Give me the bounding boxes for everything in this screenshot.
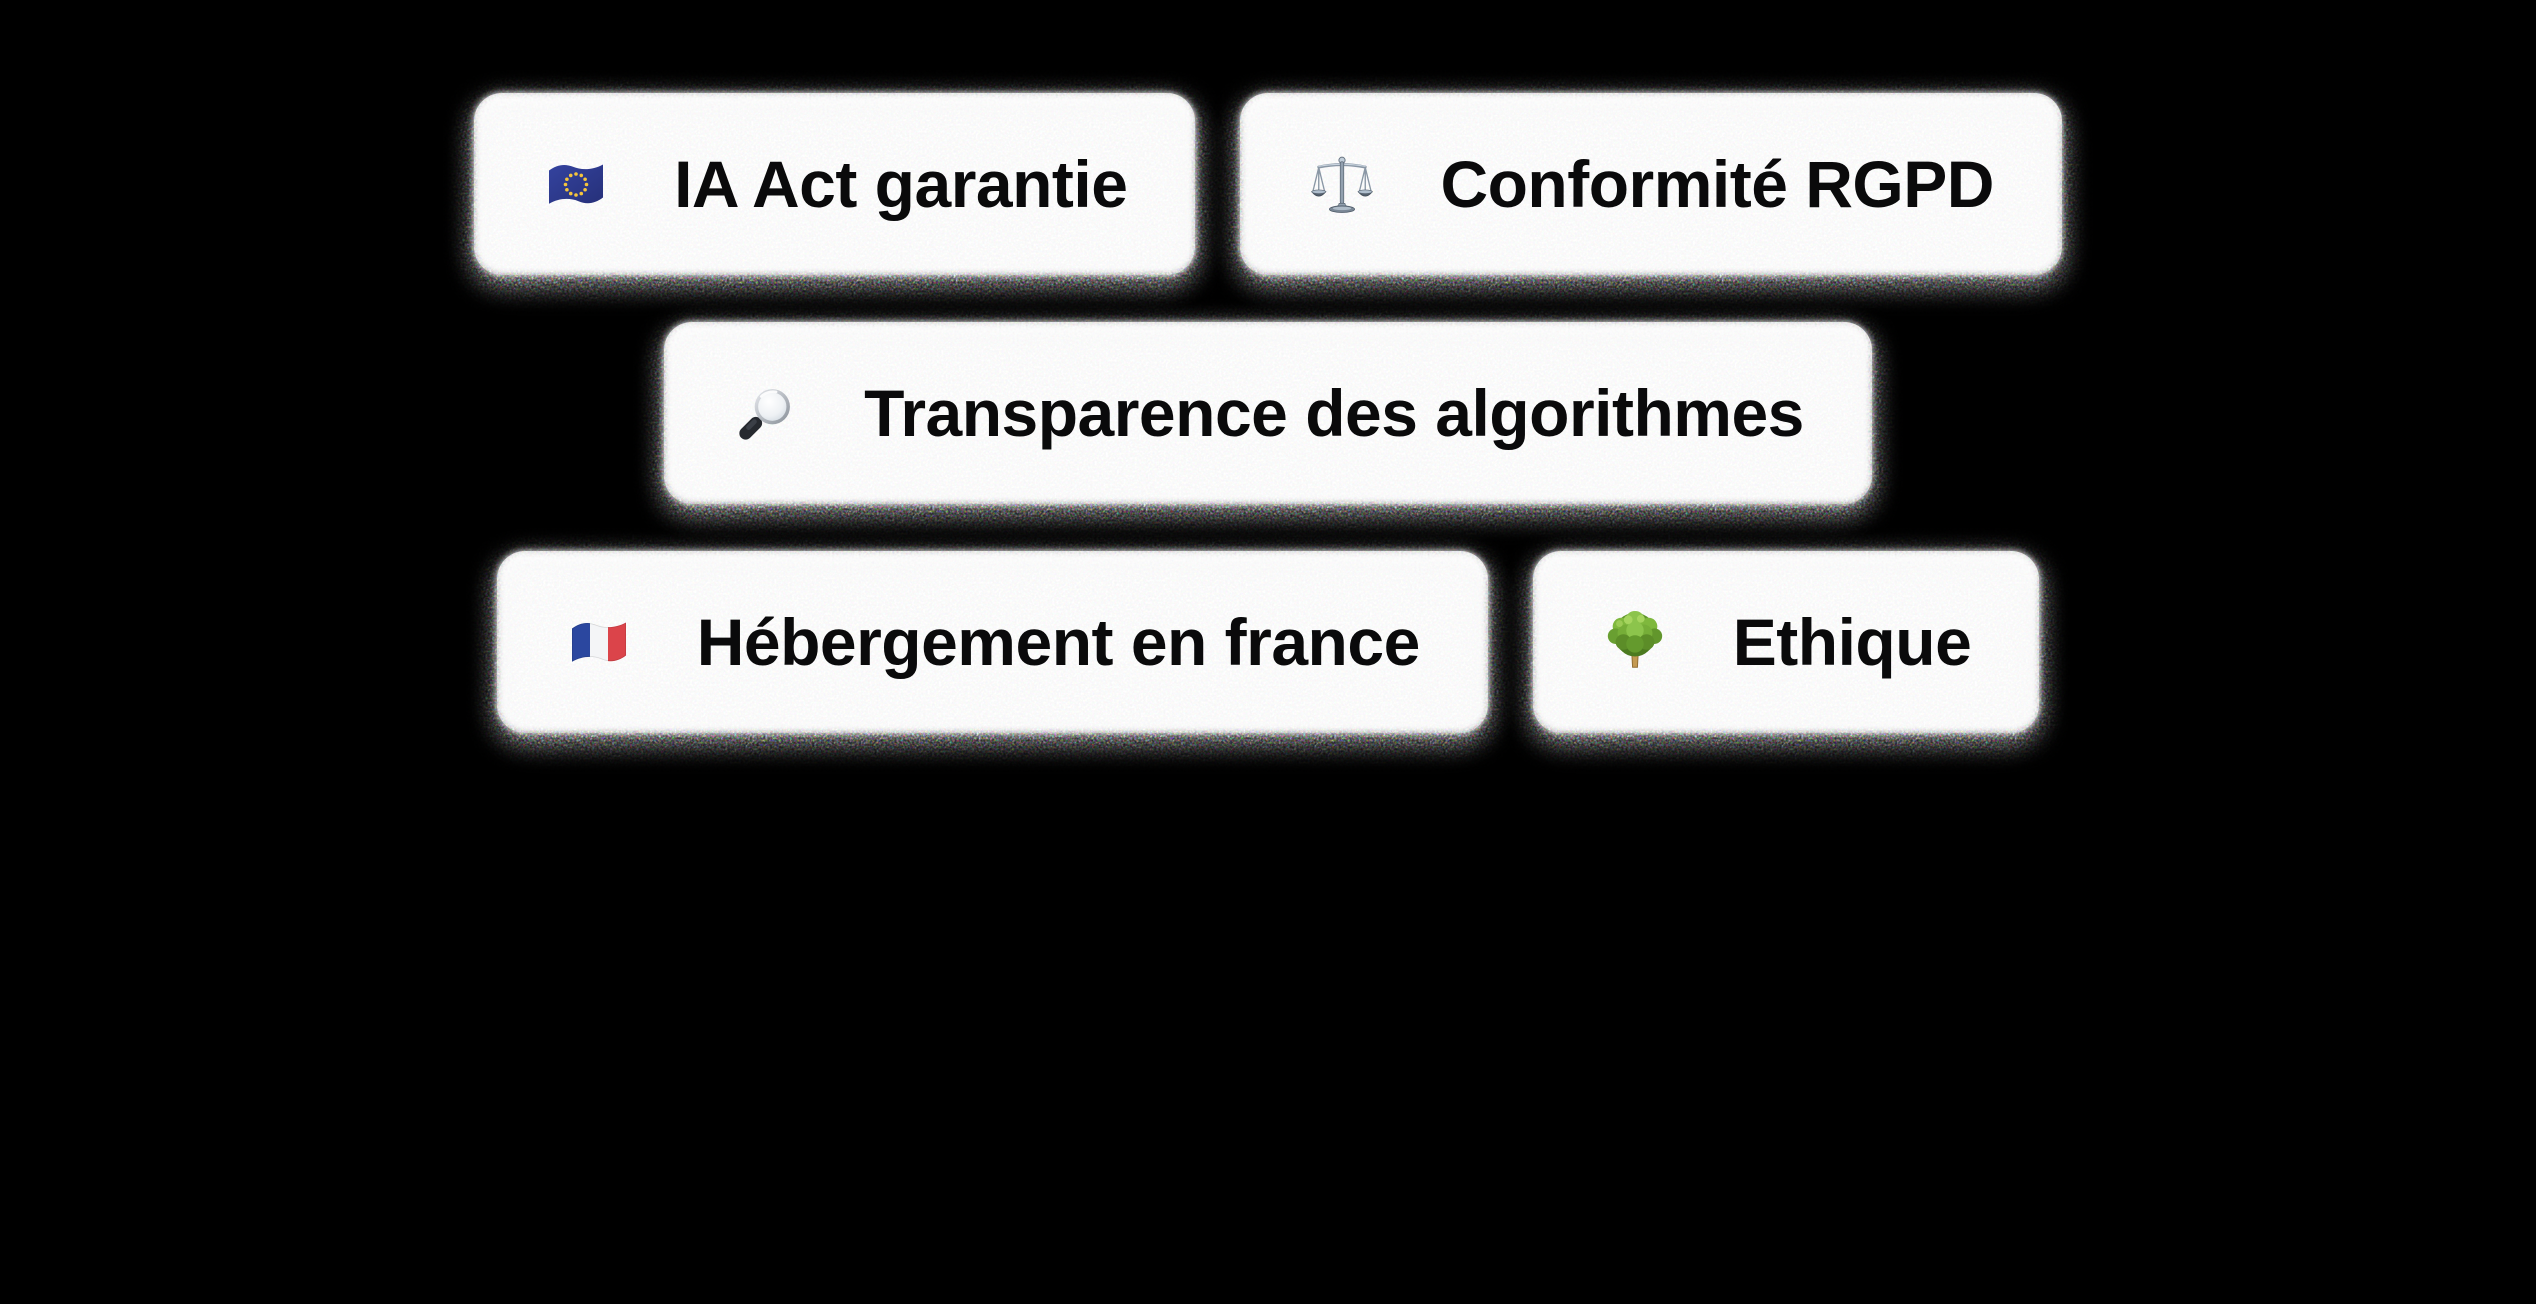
badge-rgpd: Conformité RGPD (1240, 93, 2062, 275)
grain-shadow (1240, 93, 2062, 275)
grain-shadow (1532, 551, 2040, 733)
badge-label: Ethique (1732, 605, 1972, 679)
badge-label: Hébergement en france (696, 605, 1421, 679)
eu-flag-icon (542, 160, 610, 208)
badge-hebergement: Hébergement en france (496, 551, 1488, 733)
tree-icon (1601, 607, 1669, 677)
badges-graphic: IA Act garantie (0, 93, 2536, 733)
badge-label: IA Act garantie (674, 147, 1128, 221)
grain-shadow (474, 93, 1196, 275)
badge-transparence: Transparence des algorithmes (664, 322, 1872, 504)
badge-row-2: Transparence des algorithmes (664, 322, 1872, 504)
badge-ethique: Ethique (1532, 551, 2040, 733)
scales-icon (1308, 154, 1376, 214)
badge-row-1: IA Act garantie (474, 93, 2062, 275)
badge-row-3: Hébergement en france (496, 551, 2040, 733)
magnifier-icon (732, 382, 800, 444)
french-flag-icon (565, 618, 633, 666)
grain-shadow (496, 551, 1488, 733)
badge-ia-act: IA Act garantie (474, 93, 1196, 275)
badge-label: Conformité RGPD (1440, 147, 1994, 221)
badge-label: Transparence des algorithmes (864, 376, 1804, 450)
grain-shadow (664, 322, 1872, 504)
